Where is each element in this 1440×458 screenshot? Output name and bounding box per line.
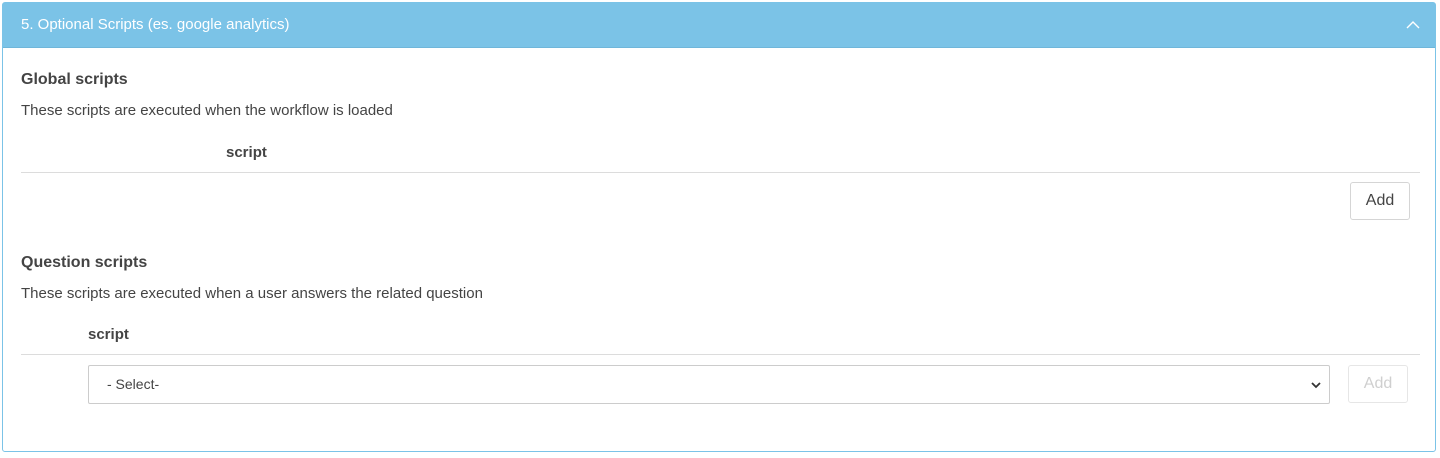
question-scripts-description: These scripts are executed when a user a… xyxy=(21,285,483,302)
panel-header[interactable]: 5. Optional Scripts (es. google analytic… xyxy=(3,3,1435,48)
chevron-up-icon[interactable] xyxy=(1405,17,1421,33)
global-scripts-description: These scripts are executed when the work… xyxy=(21,102,393,119)
chevron-down-icon xyxy=(1309,378,1323,392)
question-scripts-title: Question scripts xyxy=(21,254,148,271)
global-scripts-divider xyxy=(21,172,1420,173)
question-scripts-divider xyxy=(21,354,1420,355)
panel-title: 5. Optional Scripts (es. google analytic… xyxy=(21,16,290,33)
global-scripts-column-header: script xyxy=(226,144,267,161)
global-scripts-title: Global scripts xyxy=(21,71,128,88)
question-select[interactable]: - Select- xyxy=(88,365,1330,404)
optional-scripts-panel: 5. Optional Scripts (es. google analytic… xyxy=(2,2,1436,452)
global-scripts-add-button[interactable]: Add xyxy=(1350,182,1410,220)
question-scripts-add-button[interactable]: Add xyxy=(1348,365,1408,403)
question-scripts-column-header: script xyxy=(88,326,129,343)
question-select-value: - Select- xyxy=(107,376,160,392)
